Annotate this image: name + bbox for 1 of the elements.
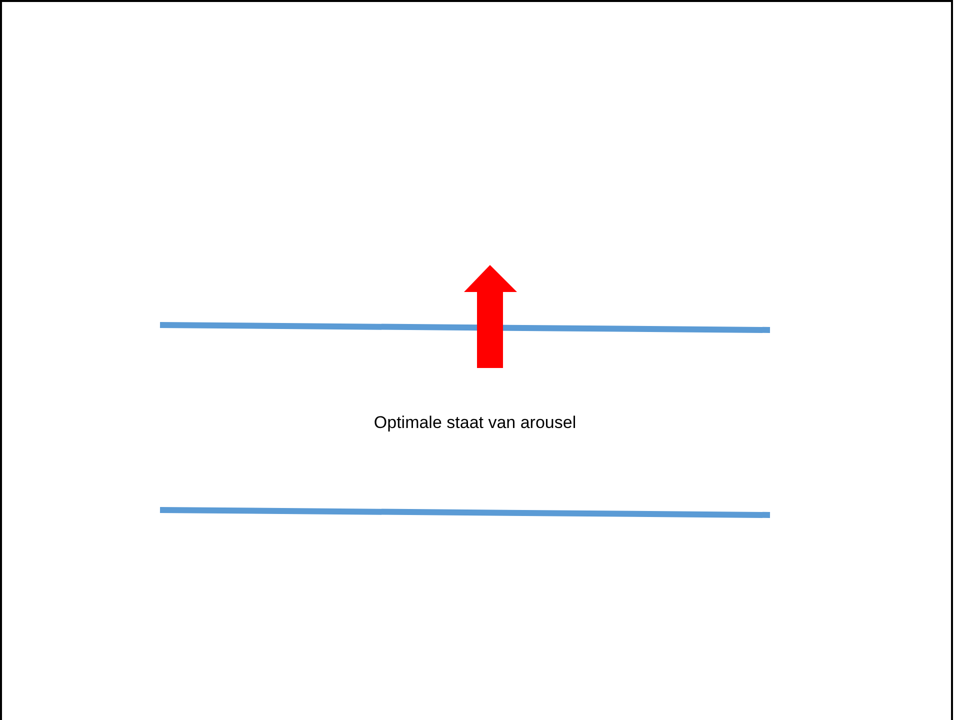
state-label: Optimale staat van arousel [374, 413, 576, 433]
